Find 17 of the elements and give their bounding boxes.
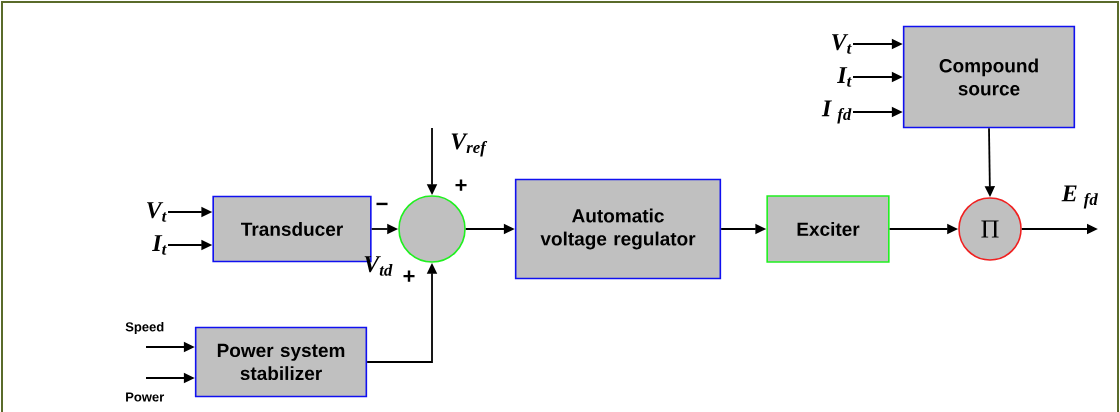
- signal-label: V$_{t}$: [147, 202, 167, 222]
- sign-label: −: [376, 202, 388, 206]
- block-box: Exciter: [766, 195, 890, 263]
- signal-label: I$_{t}$: [152, 235, 167, 255]
- signal-label: V$_{t}$: [832, 34, 852, 54]
- sign-label: +: [403, 270, 415, 282]
- signal-label: I $_{fd}$: [821, 100, 852, 124]
- block-box: Automatic voltage regulator: [514, 178, 722, 280]
- block-box: Compound source: [902, 25, 1076, 129]
- edge-label: Speed: [125, 321, 164, 335]
- sign-label: +: [455, 179, 467, 191]
- summing-junction: [398, 195, 466, 263]
- edge-label: Power: [126, 392, 165, 402]
- edge-label: V$_{ref}$: [451, 133, 488, 157]
- edge-label: E $_{fd}$: [1061, 185, 1098, 209]
- block-box: Power system stabilizer: [194, 326, 368, 398]
- signal-label: I$_{t}$: [837, 67, 852, 87]
